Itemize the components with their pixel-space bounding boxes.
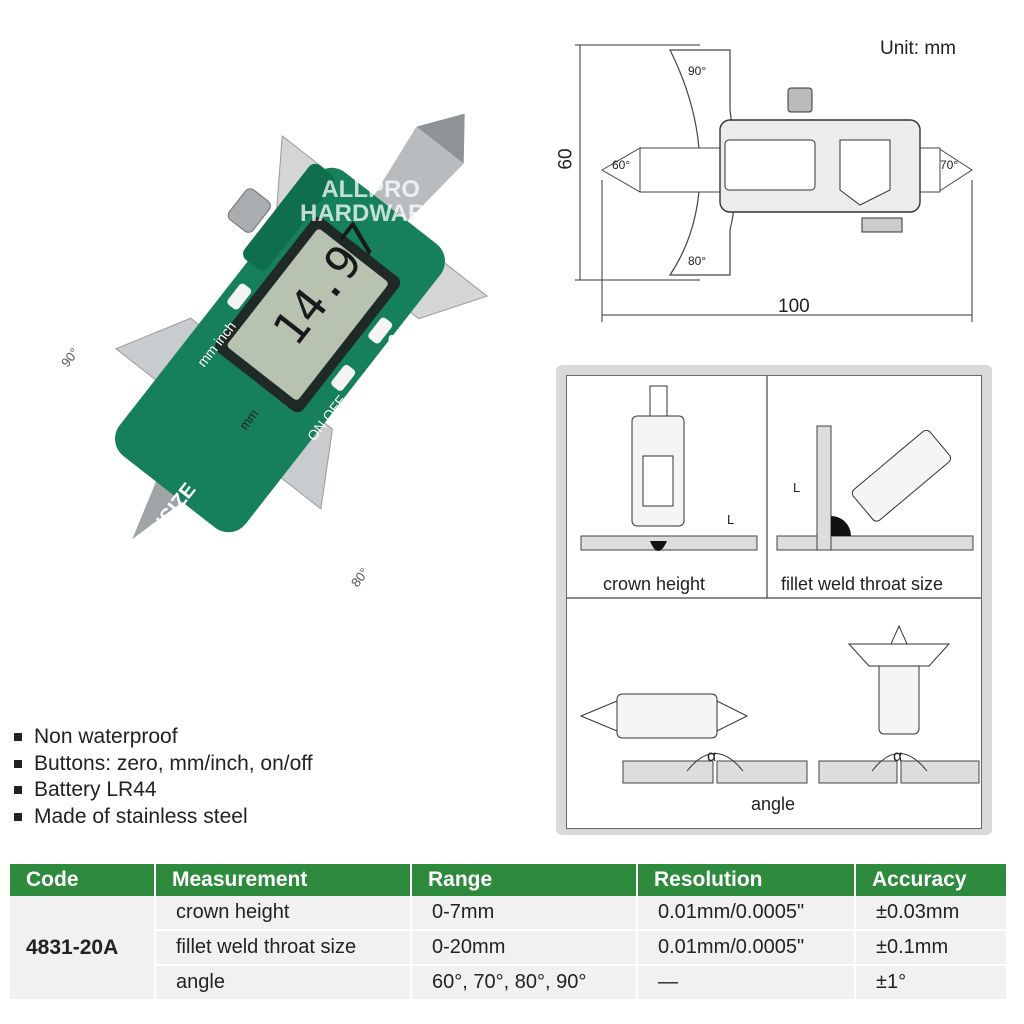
angle-caption: angle	[751, 794, 796, 814]
feature-item: Battery LR44	[12, 777, 313, 804]
cell-resolution: 0.01mm/0.0005"	[637, 896, 856, 931]
usage-panel: crown height fillet weld throat size ang…	[556, 365, 992, 835]
angle-60-label: 60°	[612, 158, 631, 172]
fillet-weld-caption: fillet weld throat size	[781, 574, 944, 594]
col-header-range: Range	[411, 864, 638, 896]
unit-label: Unit: mm	[880, 38, 956, 59]
table-row: 4831-20A crown height 0-7mm 0.01mm/0.000…	[10, 896, 1006, 1001]
dim-height: 60	[555, 148, 577, 170]
dim-width: 100	[778, 296, 810, 317]
col-header-code: Code	[10, 864, 156, 896]
col-header-resolution: Resolution	[637, 864, 856, 896]
col-header-accuracy: Accuracy	[855, 864, 1006, 896]
angle-80-label: 80°	[688, 254, 707, 268]
usage-frame: crown height fillet weld throat size ang…	[566, 375, 982, 829]
cell-measurement: fillet weld throat size	[155, 930, 412, 966]
table-header-row: Code Measurement Range Resolution Accura…	[10, 864, 1006, 896]
angle-70-label: 70°	[940, 158, 959, 172]
spec-table: Code Measurement Range Resolution Accura…	[10, 864, 1006, 1001]
fillet-dim-L: L	[793, 480, 801, 495]
product-photo	[115, 113, 489, 540]
cell-accuracy: ±1°	[855, 965, 1006, 1001]
zero-button-label: 0	[388, 332, 397, 349]
cell-resolution: 0.01mm/0.0005"	[637, 930, 856, 966]
col-header-measurement: Measurement	[155, 864, 412, 896]
cell-range: 0-7mm	[411, 896, 638, 931]
table-row: angle 60°, 70°, 80°, 90° — ±1°	[10, 965, 1006, 1001]
usage-illustrations	[567, 376, 981, 784]
watermark-line1: ALLPRO	[321, 176, 420, 203]
cell-measurement: crown height	[155, 896, 412, 931]
photo-watermark: ALLPRO HARDWARE	[300, 178, 441, 226]
watermark-line2: HARDWARE	[300, 200, 442, 227]
feature-list: Non waterproof Buttons: zero, mm/inch, o…	[12, 724, 313, 830]
alpha-symbol-2: α	[893, 748, 903, 765]
product-code: 4831-20A	[10, 896, 156, 1001]
crown-dim-L: L	[727, 512, 735, 527]
cell-accuracy: ±0.1mm	[855, 930, 1006, 966]
cell-measurement: angle	[155, 965, 412, 1001]
alpha-symbol-1: α	[707, 748, 717, 765]
angle-90-label: 90°	[688, 64, 707, 78]
cell-range: 60°, 70°, 80°, 90°	[411, 965, 638, 1001]
crown-height-caption: crown height	[603, 574, 706, 594]
cell-range: 0-20mm	[411, 930, 638, 966]
feature-item: Non waterproof	[12, 724, 313, 751]
feature-item: Made of stainless steel	[12, 804, 313, 831]
dimension-drawing	[575, 44, 973, 322]
table-row: fillet weld throat size 0-20mm 0.01mm/0.…	[10, 930, 1006, 966]
cell-accuracy: ±0.03mm	[855, 896, 1006, 931]
cell-resolution: —	[637, 965, 856, 1001]
feature-item: Buttons: zero, mm/inch, on/off	[12, 751, 313, 778]
